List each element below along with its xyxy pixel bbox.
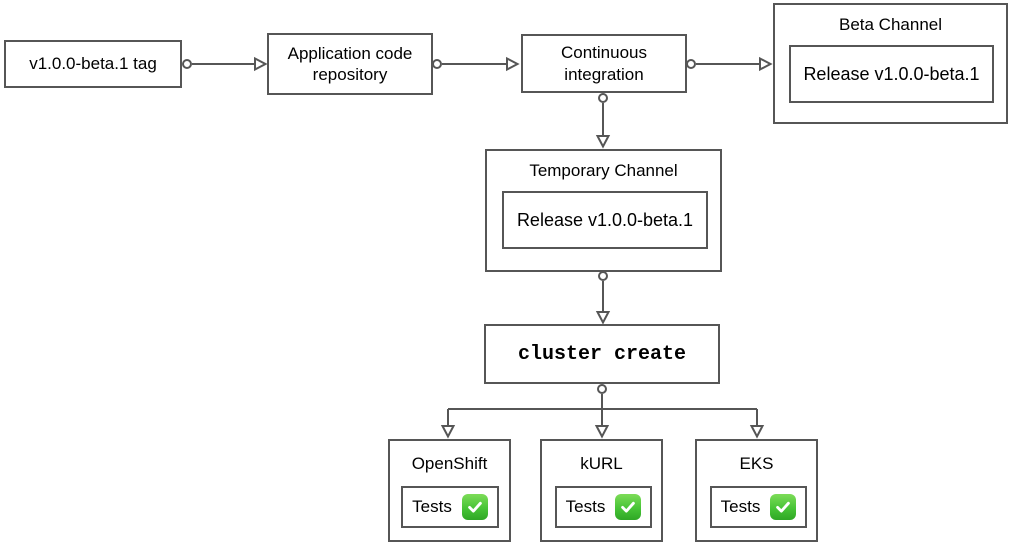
node-application-code-repository: Application code repository — [267, 33, 433, 95]
node-beta-release: Release v1.0.0-beta.1 — [789, 45, 994, 103]
edge-cluster-create-to-clusters — [440, 384, 765, 439]
temporary-channel-title: Temporary Channel — [529, 161, 678, 180]
group-kurl: kURL Tests — [540, 439, 663, 542]
node-continuous-integration: Continuous integration — [521, 34, 687, 93]
tests-label: Tests — [565, 497, 606, 516]
node-version-tag: v1.0.0-beta.1 tag — [4, 40, 182, 88]
tests-label: Tests — [720, 497, 761, 516]
check-mark-button-icon — [615, 494, 642, 520]
kurl-tests-box: Tests — [555, 486, 652, 528]
openshift-tests-box: Tests — [401, 486, 499, 528]
edge-temporary-channel-to-cluster-create — [595, 271, 611, 325]
edge-ci-to-beta-channel — [686, 56, 773, 72]
group-beta-channel: Beta Channel Release v1.0.0-beta.1 — [773, 3, 1008, 124]
eks-title: EKS — [739, 454, 774, 473]
eks-tests-box: Tests — [710, 486, 807, 528]
check-mark-button-icon — [461, 494, 488, 520]
group-openshift: OpenShift Tests — [388, 439, 511, 542]
kurl-title: kURL — [580, 454, 623, 473]
node-temporary-release: Release v1.0.0-beta.1 — [502, 191, 708, 249]
beta-channel-title: Beta Channel — [838, 15, 943, 34]
edge-tag-to-repo — [182, 56, 268, 72]
edge-ci-to-temporary-channel — [595, 93, 611, 149]
group-eks: EKS Tests — [695, 439, 818, 542]
tests-label: Tests — [412, 497, 452, 516]
check-mark-button-icon — [770, 494, 797, 520]
node-cluster-create-command: cluster create — [484, 324, 720, 384]
group-temporary-channel: Temporary Channel Release v1.0.0-beta.1 — [485, 149, 722, 272]
openshift-title: OpenShift — [411, 454, 488, 473]
edge-repo-to-ci — [432, 56, 520, 72]
